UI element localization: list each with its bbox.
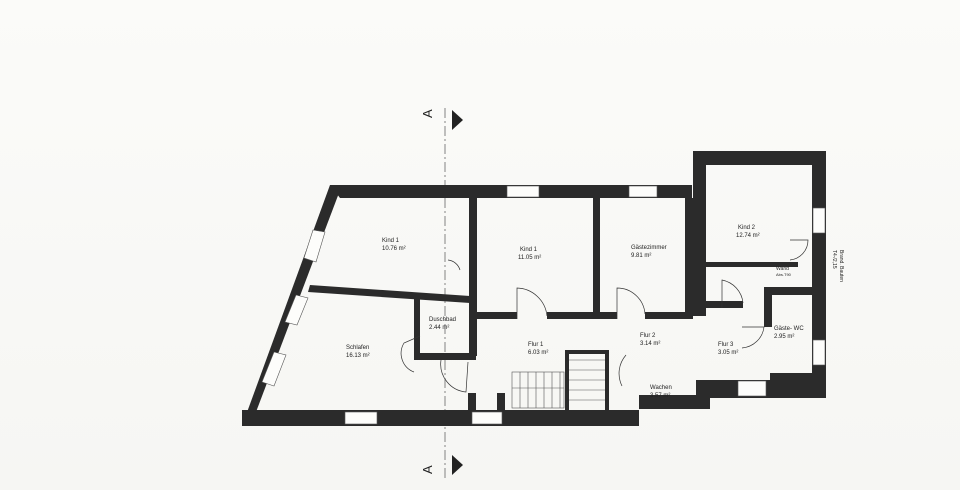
room-area: 10.76 m² [382,246,406,252]
doors [400,239,809,393]
windows [261,185,826,425]
room-name: Duschbad [429,317,456,323]
room-area: 11.05 m² [518,255,541,261]
room-area: 3.05 m² [718,350,738,356]
room-area: 6.03 m² [528,350,548,356]
side-note-2: Brand. Bauten [838,250,844,282]
room-name: Flur 3 [718,342,734,348]
staircase [511,359,605,409]
room-area: 16.13 m² [346,353,370,359]
wall-sub-note: Abs.T90 [776,272,792,277]
room-labels: Kind 1 10.76 m² Kind 1 11.05 m² Gästezim… [346,225,844,399]
room-area: 3.57 m² [650,393,670,399]
section-arrow-top [452,110,463,130]
room-name: Kind 1 [520,247,538,253]
room-name: Flur 1 [528,342,544,348]
interior-walls [308,198,812,410]
side-note: T4-/2,15 [831,250,837,269]
wall-note: Wand [776,266,789,272]
section-mark-top: A [420,109,435,118]
section-arrow-bottom [452,455,463,475]
room-name: Schlafen [346,345,369,351]
room-area: 12.74 m² [736,233,760,239]
room-name: Wachen [650,385,672,391]
room-area: 3.14 m² [640,341,660,347]
room-area: 2.44 m² [429,325,449,331]
room-area: 2.95 m² [774,334,794,340]
room-name: Kind 2 [738,225,756,231]
room-name: Gäste- WC [774,326,804,332]
room-name: Kind 1 [382,238,400,244]
room-name: Flur 2 [640,333,656,339]
room-name: Gästezimmer [631,245,667,251]
room-area: 9.81 m² [631,253,651,259]
section-mark-bottom: A [420,465,435,474]
